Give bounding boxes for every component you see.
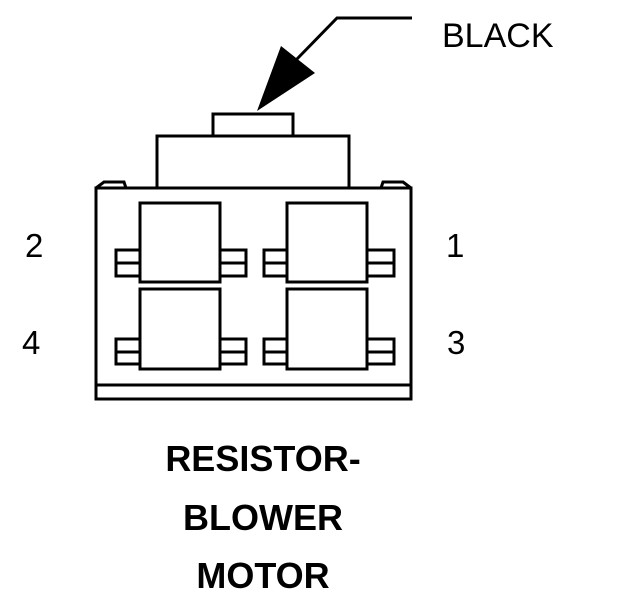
component-title-line-1: RESISTOR- bbox=[165, 438, 360, 479]
cavity-pin-3 bbox=[262, 287, 396, 371]
cavity-pin-4 bbox=[114, 287, 248, 371]
arrowhead bbox=[257, 46, 315, 111]
leader-line bbox=[294, 16, 412, 62]
cavity-pin-2 bbox=[114, 201, 248, 284]
pin-label-3: 3 bbox=[447, 324, 465, 361]
terminal-cavities bbox=[114, 201, 396, 371]
wire-color-label: BLACK bbox=[442, 17, 554, 55]
locking-tab bbox=[211, 112, 295, 138]
pin-label-2: 2 bbox=[25, 227, 43, 264]
pin-label-1: 1 bbox=[446, 227, 464, 264]
leader-arrow bbox=[257, 16, 412, 111]
pin-label-4: 4 bbox=[22, 324, 40, 361]
component-title-line-2: BLOWER bbox=[183, 497, 343, 538]
upper-shroud bbox=[155, 134, 351, 190]
cavity-pin-1 bbox=[262, 201, 396, 284]
component-title-line-3: MOTOR bbox=[196, 555, 329, 596]
